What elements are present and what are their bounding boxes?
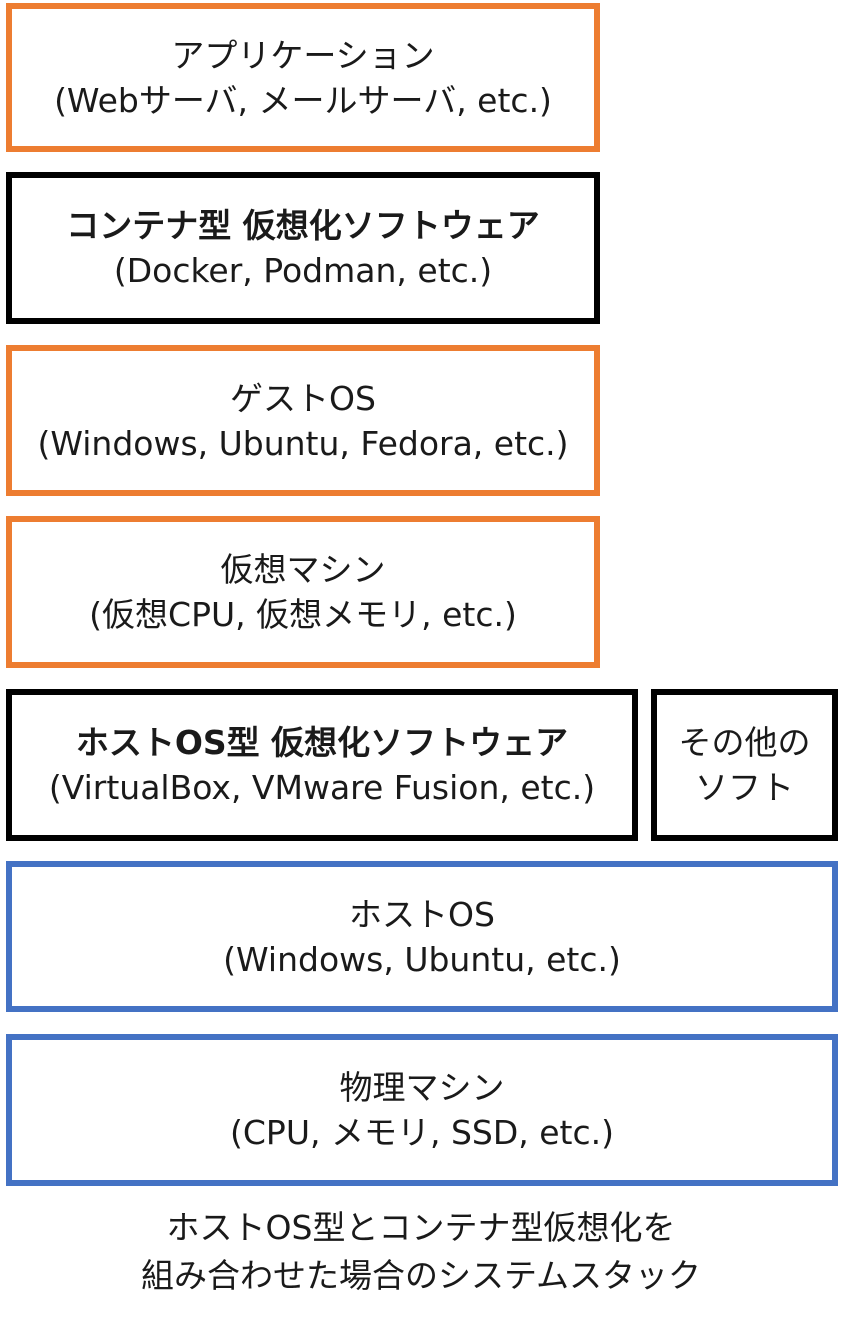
container-software-title: コンテナ型 仮想化ソフトウェア: [66, 206, 540, 245]
application-layer: アプリケーション (Webサーバ, メールサーバ, etc.): [6, 3, 600, 152]
virtual-machine-examples: (仮想CPU, 仮想メモリ, etc.): [89, 595, 517, 634]
guest-os-examples: (Windows, Ubuntu, Fedora, etc.): [37, 423, 569, 463]
application-examples: (Webサーバ, メールサーバ, etc.): [54, 80, 552, 120]
caption-line2: 組み合わせた場合のシステムスタック: [140, 1256, 701, 1295]
container-software-examples: (Docker, Podman, etc.): [113, 251, 493, 290]
guest-os-title: ゲストOS: [230, 378, 376, 418]
other-software-line2: ソフト: [695, 768, 794, 807]
other-software-layer: その他の ソフト: [651, 689, 838, 841]
caption-line1: ホストOS型とコンテナ型仮想化を: [166, 1208, 676, 1247]
hosted-software-title: ホストOS型 仮想化ソフトウェア: [75, 723, 569, 762]
virtual-machine-title: 仮想マシン: [220, 550, 386, 589]
other-software-line1: その他の: [678, 723, 811, 762]
hosted-virtualization-software-layer: ホストOS型 仮想化ソフトウェア (VirtualBox, VMware Fus…: [6, 689, 638, 841]
physical-machine-title: 物理マシン: [339, 1068, 505, 1107]
hosted-software-examples: (VirtualBox, VMware Fusion, etc.): [48, 768, 596, 807]
figure-caption: ホストOS型とコンテナ型仮想化を 組み合わせた場合のシステムスタック: [20, 1204, 822, 1300]
physical-machine-layer: 物理マシン (CPU, メモリ, SSD, etc.): [6, 1034, 838, 1186]
physical-machine-examples: (CPU, メモリ, SSD, etc.): [230, 1113, 614, 1152]
host-os-layer: ホストOS (Windows, Ubuntu, etc.): [6, 861, 838, 1012]
application-title: アプリケーション: [171, 35, 435, 75]
host-os-title: ホストOS: [349, 894, 495, 934]
virtual-machine-layer: 仮想マシン (仮想CPU, 仮想メモリ, etc.): [6, 516, 600, 668]
container-virtualization-software-layer: コンテナ型 仮想化ソフトウェア (Docker, Podman, etc.): [6, 172, 600, 324]
host-os-examples: (Windows, Ubuntu, etc.): [223, 939, 621, 979]
guest-os-layer: ゲストOS (Windows, Ubuntu, Fedora, etc.): [6, 345, 600, 496]
